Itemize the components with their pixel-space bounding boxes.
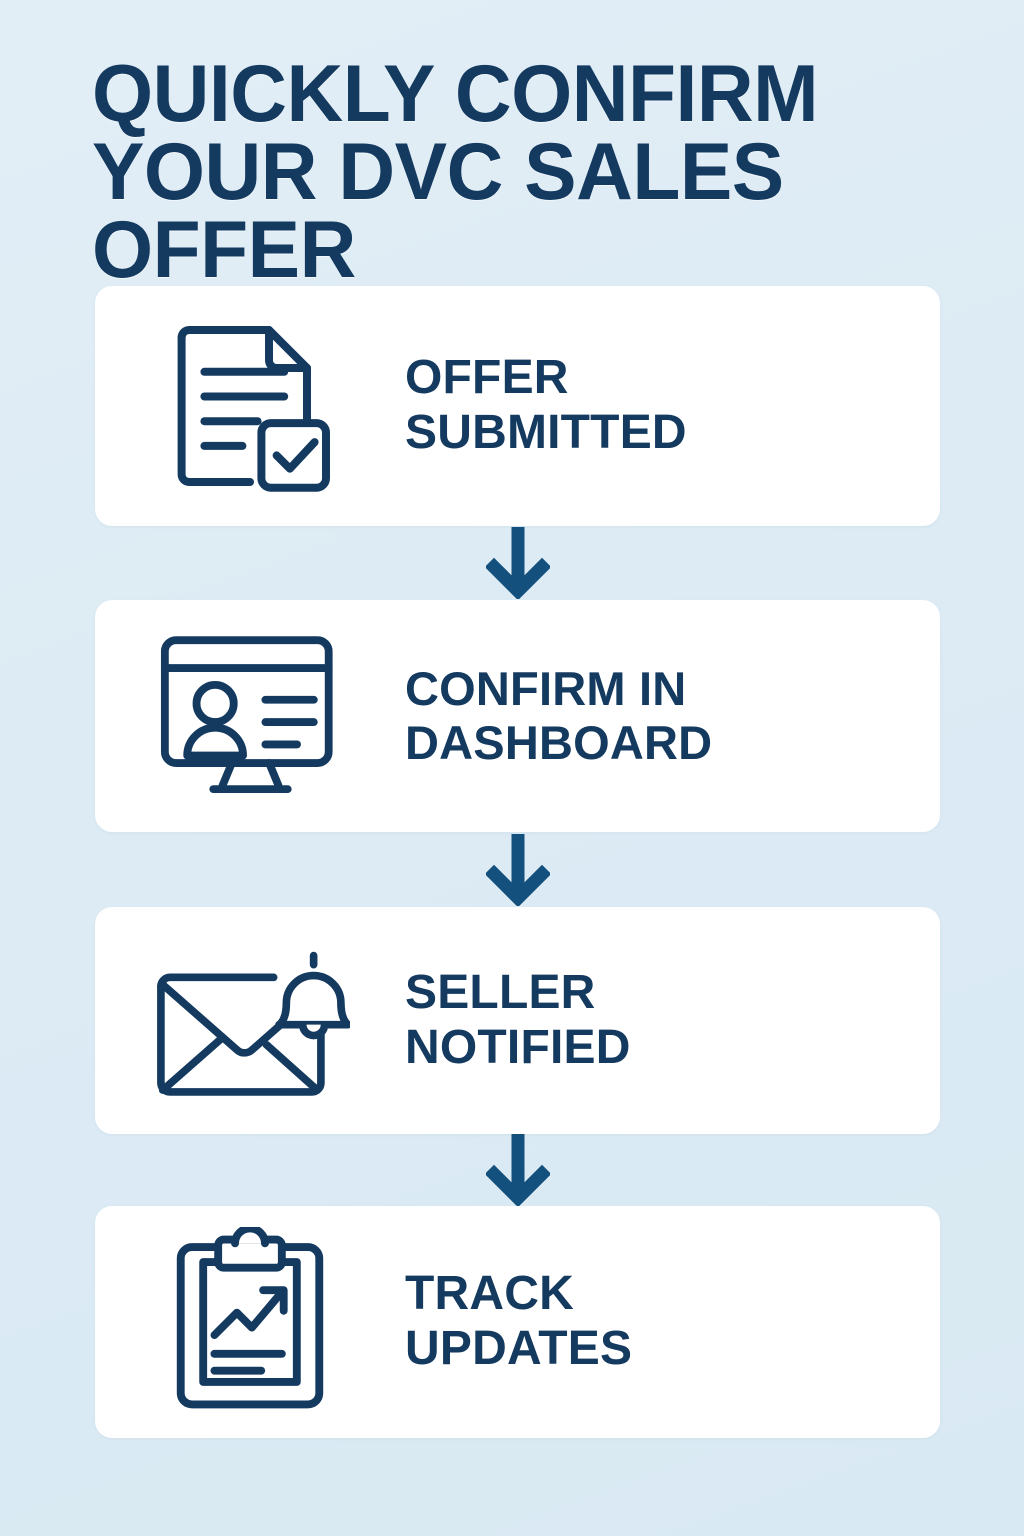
step-card-offer-submitted[interactable]: OFFER SUBMITTED [95,286,940,526]
page-title-line-2: YOUR DVC SALES OFFER [92,126,784,295]
clipboard-chart-icon [95,1206,405,1438]
step-card-track-updates[interactable]: TRACK UPDATES [95,1206,940,1438]
step-label: CONFIRM IN DASHBOARD [405,662,713,769]
step-label: TRACK UPDATES [405,1267,633,1375]
dashboard-monitor-icon [95,600,405,832]
connector-3 [95,1134,940,1206]
step-card-seller-notified[interactable]: SELLER NOTIFIED [95,907,940,1134]
step-label: SELLER NOTIFIED [405,965,631,1074]
connector-1 [95,526,940,600]
step-label: OFFER SUBMITTED [405,351,687,459]
envelope-bell-icon [95,907,405,1134]
page-title: QUICKLY CONFIRM YOUR DVC SALES OFFER [92,54,946,295]
page-title-line-1: QUICKLY CONFIRM [92,49,819,139]
step-list: OFFER SUBMITTED [95,286,940,1438]
connector-2 [95,832,940,907]
step-card-confirm-in-dashboard[interactable]: CONFIRM IN DASHBOARD [95,600,940,832]
document-check-icon [95,286,405,526]
